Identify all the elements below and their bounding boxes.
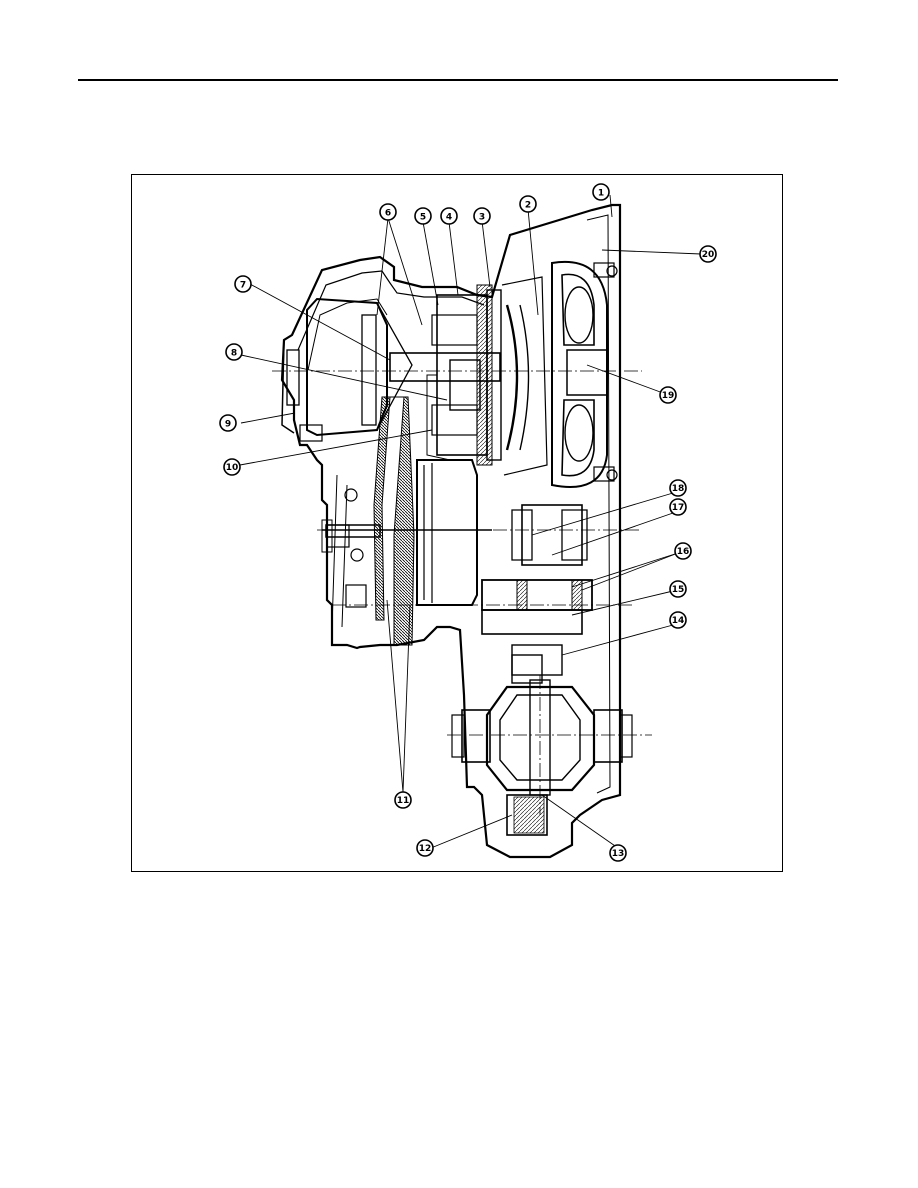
idler-gear-assembly <box>481 504 593 676</box>
callout-8-label: 8 <box>231 349 237 359</box>
callout-6-label: 6 <box>385 209 391 219</box>
callout-3-label: 3 <box>479 213 485 223</box>
callout-1: 1 <box>592 183 610 201</box>
transaxle-cross-section-drawing: 1 2 3 4 5 6 7 8 9 10 11 12 <box>219 183 717 862</box>
callout-13-label: 13 <box>612 849 625 859</box>
callout-16: 16 <box>674 542 692 560</box>
callout-20: 20 <box>699 245 717 263</box>
callout-9: 9 <box>219 414 237 432</box>
callout-18: 18 <box>669 479 687 497</box>
callout-4-label: 4 <box>446 213 452 223</box>
callout-14-label: 14 <box>672 616 685 626</box>
leader-lines <box>239 194 702 849</box>
callout-5-label: 5 <box>420 213 426 223</box>
callout-1-label: 1 <box>598 189 604 199</box>
callout-10-label: 10 <box>226 463 239 473</box>
callout-16-label: 16 <box>677 547 690 557</box>
left-side-cover <box>281 334 381 608</box>
callout-12: 12 <box>416 839 434 857</box>
transaxle-housing <box>280 203 622 859</box>
differential-assembly <box>451 654 633 836</box>
callout-17: 17 <box>669 498 687 516</box>
torque-converter <box>551 260 618 488</box>
cross-section-figure: 1 2 3 4 5 6 7 8 9 10 11 12 <box>131 174 783 872</box>
callout-9-label: 9 <box>225 420 231 430</box>
callout-15: 15 <box>669 580 687 598</box>
callout-4: 4 <box>440 207 458 225</box>
callout-5: 5 <box>414 207 432 225</box>
callout-11-label: 11 <box>397 796 410 806</box>
callout-20-label: 20 <box>702 250 715 260</box>
callout-10: 10 <box>223 458 241 476</box>
callout-14: 14 <box>669 611 687 629</box>
centerlines <box>272 370 652 815</box>
drive-plate <box>501 276 548 476</box>
forward-clutch-assembly <box>426 284 502 466</box>
callout-8: 8 <box>225 343 243 361</box>
steel-belt <box>373 396 415 646</box>
header-rule <box>78 79 838 81</box>
callout-7-label: 7 <box>240 281 246 291</box>
callout-7: 7 <box>234 275 252 293</box>
callout-3: 3 <box>473 207 491 225</box>
callout-2-label: 2 <box>525 201 531 211</box>
callout-19-label: 19 <box>662 391 675 401</box>
callout-12-label: 12 <box>419 844 432 854</box>
callout-15-label: 15 <box>672 585 685 595</box>
callout-13: 13 <box>609 844 627 862</box>
callout-17-label: 17 <box>672 503 685 513</box>
callout-2: 2 <box>519 195 537 213</box>
callout-6: 6 <box>379 203 397 221</box>
callout-18-label: 18 <box>672 484 685 494</box>
callout-19: 19 <box>659 386 677 404</box>
callout-11: 11 <box>394 791 412 809</box>
